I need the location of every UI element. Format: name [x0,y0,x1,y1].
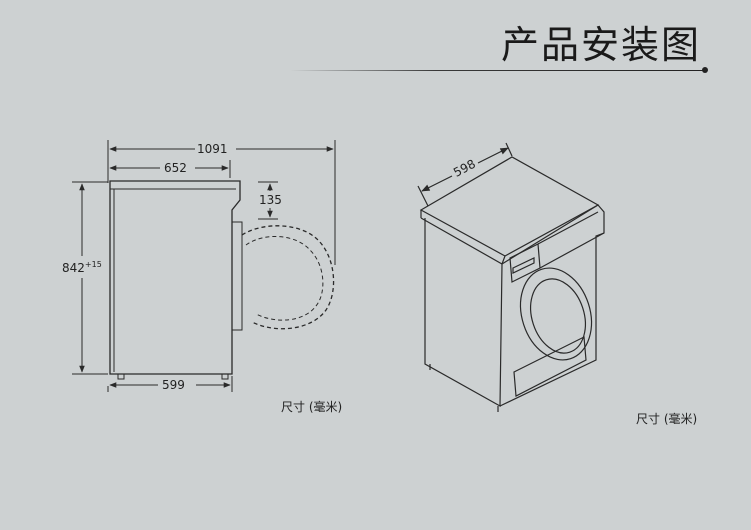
machine-side-body [109,180,241,375]
dim-label-842: 842+15 [62,260,102,275]
side-view [72,140,336,392]
title-underline-dot [702,67,708,73]
ext-line-598-right [505,142,513,157]
foot-rear [221,373,229,380]
machine-left-panel [424,218,503,408]
control-panel-bottom-edge [539,232,605,269]
dim-label-599: 599 [162,378,185,392]
dim-line-598-a [421,175,453,192]
unit-label-side: 尺寸 (毫米) [281,400,343,414]
door-frame [232,221,243,331]
control-panel-top-edge [537,211,599,245]
ext-line-598-left [417,185,429,207]
door-outer-ring [519,267,593,361]
door-swing-inner [245,235,324,321]
bottom-service-panel [513,336,587,397]
dim-label-842-tolerance: +15 [85,260,102,269]
door-glass [530,278,586,354]
dim-label-652: 652 [164,161,187,175]
dim-label-598: 598 [451,157,478,180]
iso-view [417,142,605,412]
display-window [512,257,535,274]
foot-front [117,373,125,380]
door-swing-outer [241,225,335,330]
top-front-lip [420,217,506,265]
page-title: 产品安装图 [500,23,701,67]
dim-label-1091: 1091 [197,142,228,156]
dim-label-842-value: 842 [62,261,85,275]
title-underline [290,70,705,71]
dim-line-598-b [477,147,509,164]
unit-label-iso: 尺寸 (毫米) [636,412,698,426]
machine-top-surface [419,156,600,257]
dim-label-135: 135 [259,193,282,207]
